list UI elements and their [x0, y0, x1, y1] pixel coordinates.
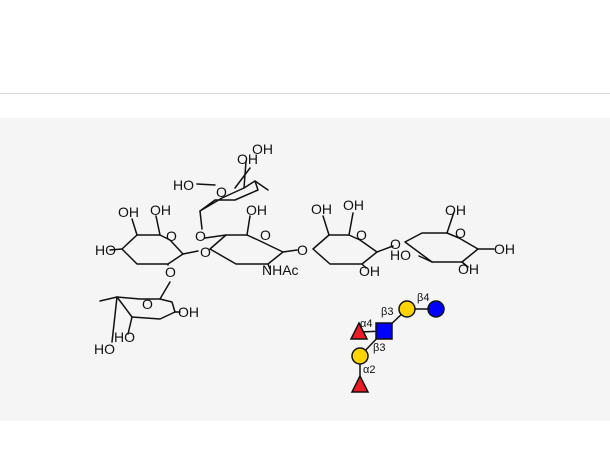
atom-label: HO — [114, 329, 135, 345]
galactose-symbol — [398, 300, 416, 318]
atom-label: OH — [343, 197, 364, 213]
fucose-bottom-ring — [116, 296, 176, 320]
atom-label: O — [297, 242, 308, 258]
fucose-symbol — [350, 374, 370, 393]
atom-label: HO — [390, 247, 411, 263]
atom-label: OH — [494, 241, 515, 257]
atom-label: OH — [445, 202, 466, 218]
atom-label: O — [216, 184, 227, 200]
glcnac-ring — [209, 234, 284, 265]
glucose-ring — [404, 232, 479, 263]
linkage-label: β4 — [417, 292, 429, 304]
atom-label: O — [195, 228, 206, 244]
atom-label: O — [455, 225, 466, 241]
atom-label: HO — [173, 177, 194, 193]
atom-label: OH — [178, 304, 199, 320]
galactose-left-ring — [121, 234, 184, 265]
galactose-mid-ring — [312, 234, 378, 265]
galactose-symbol — [351, 347, 369, 365]
atom-label: O — [165, 264, 176, 280]
linkage-label: α4 — [360, 318, 372, 330]
linkage-label: β3 — [381, 306, 393, 318]
atom-label: OH — [237, 151, 258, 167]
atom-label: O — [390, 236, 401, 252]
atom-labels: OH OH HO O OH OH HO O O O O OH O NHAc O … — [94, 141, 515, 357]
atom-label: O — [356, 227, 367, 243]
atom-label: OH — [246, 202, 267, 218]
glcnac-symbol — [375, 322, 393, 340]
atom-label: OH — [118, 204, 139, 220]
snfg-glycan: α4 β3 β4 β3 α2 — [349, 292, 445, 393]
atom-label: O — [200, 244, 211, 260]
atom-label: OH — [252, 141, 273, 157]
atom-label: O — [260, 227, 271, 243]
atom-label: O — [166, 228, 177, 244]
linkage-label: α2 — [363, 364, 375, 376]
atom-label: HO — [94, 341, 115, 357]
top-divider — [0, 93, 610, 94]
atom-label: HO — [95, 242, 116, 258]
fucose-symbol — [349, 321, 369, 340]
atom-label: OH — [311, 201, 332, 217]
atom-label: OH — [359, 263, 380, 279]
atom-label: OH — [458, 261, 479, 277]
atom-label: O — [142, 296, 153, 312]
atom-label: OH — [150, 202, 171, 218]
atom-label: NHAc — [262, 262, 299, 278]
figure-panel — [0, 118, 610, 421]
glucose-symbol — [427, 300, 445, 318]
linkage-label: β3 — [373, 342, 385, 354]
chemical-structure — [99, 160, 495, 343]
fucose-top-ring — [199, 180, 259, 212]
